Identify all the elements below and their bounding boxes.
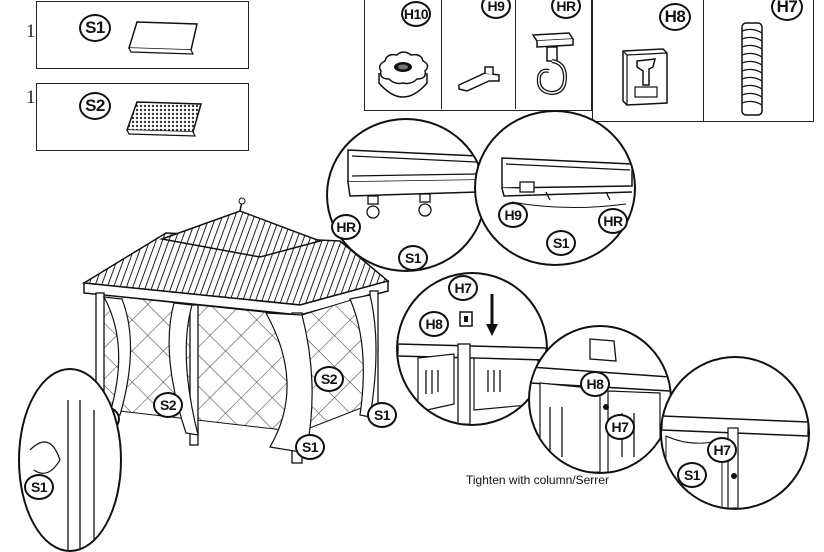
- part-box-s1: S1: [36, 1, 249, 69]
- hardware-cell-h10: H10: [365, 0, 442, 109]
- callout-s1-main: S1: [398, 245, 428, 271]
- callout-s1-bottomright: S1: [677, 462, 707, 488]
- knob-nut-icon: [378, 51, 429, 98]
- callout-s1-right: S1: [367, 402, 397, 428]
- hardware-code-h10: H10: [401, 1, 431, 27]
- hook-roller-icon: [531, 32, 575, 96]
- callout-h7-mid: H7: [605, 414, 635, 440]
- rail-with-hooks-icon: [347, 149, 479, 219]
- hardware-code-h9: H9: [481, 0, 511, 19]
- tighten-caption: Tighten with column/Serrer: [466, 473, 609, 487]
- hardware-code-hr: HR: [551, 0, 581, 19]
- callout-s1-bottom: S1: [295, 434, 325, 460]
- part-box-s2: S2: [36, 83, 249, 151]
- clip-icon: [458, 66, 500, 92]
- curtain-pack-icon: [127, 21, 198, 55]
- callout-h8-top: H8: [419, 311, 449, 337]
- callout-h9-detail: H9: [498, 202, 528, 228]
- part-code-s1: S1: [79, 14, 111, 42]
- hardware-cell-hr: HR: [515, 0, 589, 109]
- callout-s2-main: S2: [314, 366, 344, 392]
- hardware-cell-h9: H9: [441, 0, 516, 109]
- callout-h7-right: H7: [707, 437, 737, 463]
- bracket-closeup-icon: [530, 338, 670, 472]
- hardware-cell-h7: H7: [703, 0, 813, 121]
- callout-s2-left: S2: [153, 392, 183, 418]
- hardware-box-1: H10 H9 HR: [364, 0, 592, 111]
- bracket-plate-icon: [622, 48, 668, 106]
- callout-s1-detail: S1: [546, 230, 576, 256]
- callout-h8-mid: H8: [580, 371, 610, 397]
- callout-h7-top: H7: [448, 275, 478, 301]
- hardware-box-2: H8 H7: [592, 0, 814, 122]
- callout-hr-main: HR: [331, 214, 361, 240]
- detail-circle-corner: [660, 356, 810, 510]
- gazebo-illustration: [81, 197, 390, 464]
- curtain-fold-icon: [29, 400, 95, 550]
- detail-circle-bracket: [528, 325, 672, 474]
- hardware-cell-h8: H8: [593, 0, 704, 121]
- hardware-code-h7: H7: [771, 0, 803, 21]
- callout-s1-corner: S1: [24, 474, 54, 500]
- hardware-code-h8: H8: [659, 3, 691, 31]
- netting-pack-icon: [125, 101, 202, 137]
- screw-icon: [741, 22, 763, 116]
- part-code-s2: S2: [79, 92, 111, 120]
- detail-circle-curtain: [18, 368, 122, 552]
- column-bracket-icon: [398, 294, 546, 424]
- callout-hr-detail: HR: [598, 208, 628, 234]
- rail-with-clip-icon: [501, 157, 633, 209]
